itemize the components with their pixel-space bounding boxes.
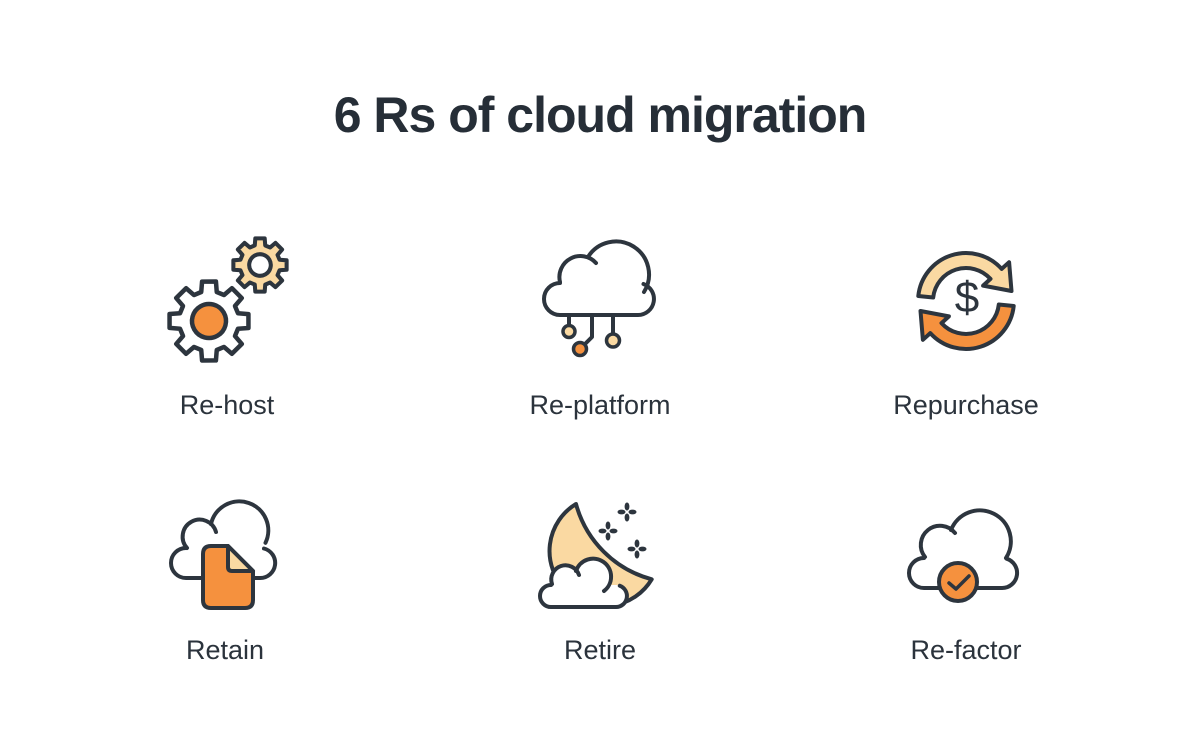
small-gear	[227, 232, 293, 298]
cloud-nodes-icon	[542, 239, 656, 358]
refresh-arrow-top	[916, 251, 1014, 300]
item-label-re-factor: Re-factor	[910, 635, 1022, 665]
sparkle-icon	[617, 502, 637, 522]
moon-stars-cloud-icon	[538, 502, 654, 609]
sparkle-icon	[627, 539, 647, 559]
document-fold-corner	[226, 544, 255, 573]
cloud-check-icon	[907, 508, 1020, 603]
item-label-retire: Retire	[563, 635, 637, 665]
cloud-outline	[169, 499, 278, 581]
item-re-platform: Re-platform	[500, 230, 700, 420]
sparkles	[598, 502, 647, 559]
cloud-document-icon	[169, 499, 278, 610]
big-gear	[160, 272, 258, 370]
cloud-outline	[538, 556, 629, 609]
item-label-repurchase: Repurchase	[893, 390, 1039, 420]
cloud-outline	[542, 239, 656, 317]
item-repurchase: $ Repurchase	[866, 230, 1066, 420]
node-dot-cream-right	[604, 332, 622, 349]
item-retire: Retire	[500, 485, 700, 665]
item-label-re-host: Re-host	[179, 390, 275, 420]
sparkle-icon	[598, 521, 618, 541]
item-label-retain: Retain	[185, 635, 265, 665]
item-retain: Retain	[125, 485, 325, 665]
cloud-outline	[907, 508, 1020, 591]
item-re-factor: Re-factor	[866, 485, 1066, 665]
node-dot-cream-left	[561, 323, 577, 340]
item-label-re-platform: Re-platform	[529, 390, 671, 420]
gears-icon	[157, 230, 297, 370]
dollar-refresh-icon: $	[916, 251, 1016, 351]
page-title: 6 Rs of cloud migration	[333, 87, 868, 143]
refresh-arrow-bottom	[918, 302, 1016, 351]
item-re-host: Re-host	[127, 230, 327, 420]
check-circle	[937, 561, 979, 603]
node-dot-orange	[571, 340, 589, 358]
check-icon	[947, 574, 971, 591]
dollar-sign: $	[955, 273, 979, 322]
